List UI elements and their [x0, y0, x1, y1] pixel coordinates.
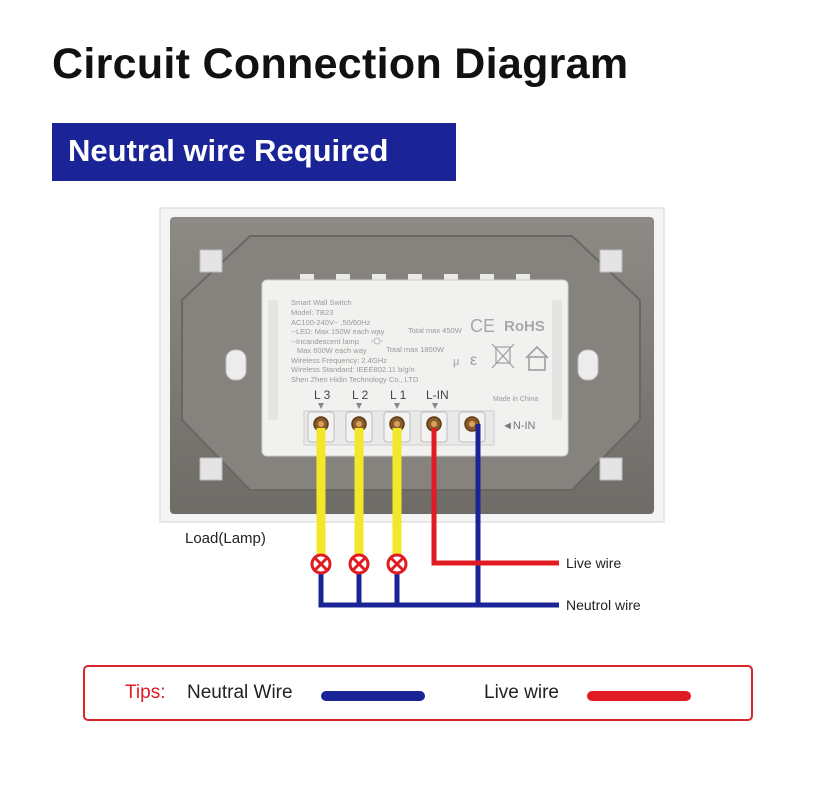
- terminal-screw-centers: [318, 421, 475, 427]
- terminal-label-lin: L-IN: [426, 388, 449, 402]
- label-manufacturer: Shen Zhen Hidin Technology Co., LTD: [291, 375, 419, 384]
- mounting-slot: [225, 349, 247, 381]
- live-wire: [431, 428, 559, 566]
- corner-tab: [599, 457, 623, 481]
- label-led-total: Total max 450W: [408, 326, 463, 335]
- page-title: Circuit Connection Diagram: [52, 40, 629, 88]
- label-frequency: Wireless Frequency: 2.4GHz: [291, 356, 387, 365]
- live-wire-swatch: [587, 691, 691, 701]
- lamp-icon: [348, 553, 370, 575]
- switch-module-side: [268, 300, 278, 420]
- label-model: Model: TB23: [291, 308, 333, 317]
- rohs-mark: RoHS: [504, 318, 545, 335]
- module-label: Smart Wall Switch Model: TB23 AC100-240V…: [291, 298, 538, 403]
- terminal-arrows: [318, 403, 438, 409]
- label-incandescent: --Incandescent lamp: [291, 337, 359, 346]
- corner-tab: [199, 249, 223, 273]
- tips-label: Tips:: [125, 682, 166, 703]
- neutral-wire-swatch: [321, 691, 425, 701]
- switch-module-side: [552, 300, 562, 420]
- terminal-labels: L 3 L 2 L 1 L-IN: [314, 388, 449, 402]
- label-name: Smart Wall Switch: [291, 298, 352, 307]
- n-in-label: ◄N-IN: [502, 420, 536, 432]
- terminal-label-l1: L 1: [390, 388, 407, 402]
- neutral-wire-label: Neutrol wire: [566, 597, 641, 613]
- weee-bin-icon: [491, 343, 515, 369]
- label-led: --LED: Max 150W each way: [291, 327, 385, 336]
- tips-legend: Tips: Neutral Wire Live wire: [83, 665, 753, 721]
- load-lamp-label: Load(Lamp): [185, 530, 266, 547]
- tips-live-label: Live wire: [484, 682, 559, 703]
- electricity-icon: ε: [470, 352, 477, 369]
- module-notches: [300, 274, 530, 282]
- lamp-icon: [310, 553, 332, 575]
- bulb-icon: [371, 334, 383, 345]
- label-incandescent-max: Max 600W each way: [297, 346, 367, 355]
- corner-tab: [199, 457, 223, 481]
- corner-tab: [599, 249, 623, 273]
- house-icon: [525, 345, 549, 371]
- safety-icon: μ: [453, 356, 459, 368]
- label-made-in: Made in China: [493, 396, 538, 403]
- label-standard: Wireless Standard: IEEE802.11 b/g/n: [291, 365, 415, 374]
- lamp-icon: [386, 553, 408, 575]
- label-incandescent-total: Total max 1800W: [386, 345, 445, 354]
- terminal-label-l2: L 2: [352, 388, 369, 402]
- terminal-label-l3: L 3: [314, 388, 331, 402]
- banner-text: Neutral wire Required: [68, 133, 389, 168]
- live-wire-label: Live wire: [566, 555, 621, 571]
- neutral-required-banner: Neutral wire Required: [52, 123, 456, 181]
- mounting-slot: [577, 349, 599, 381]
- label-voltage: AC100-240V~ ,50/60Hz: [291, 318, 371, 327]
- tips-neutral-label: Neutral Wire: [187, 682, 293, 703]
- ce-mark: CE: [470, 316, 495, 336]
